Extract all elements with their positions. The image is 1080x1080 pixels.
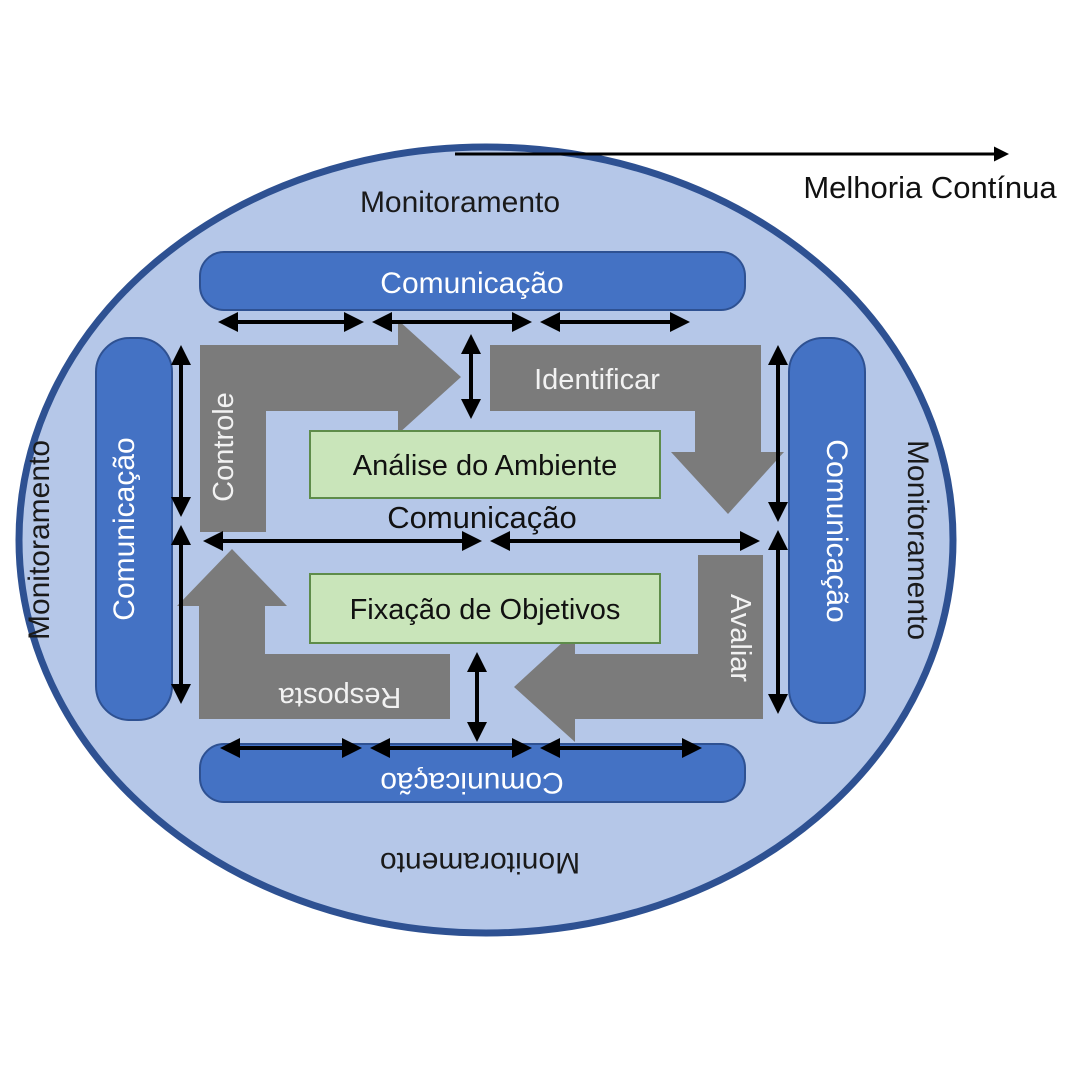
fixacao-box [309,573,661,644]
fixacao-label: Fixação de Objetivos [350,594,621,626]
monitoramento-right-label: Monitoramento [901,440,934,640]
identificar-arrow [490,345,784,514]
communication-bar-right [788,337,866,724]
communication-bottom-label: Comunicação [380,766,563,799]
communication-right-label: Comunicação [820,439,853,622]
controle-arrow [200,320,461,532]
resposta-arrow [177,549,450,719]
monitoramento-left-label: Monitoramento [23,440,56,640]
communication-left-label: Comunicação [108,437,141,620]
outer-ellipse [15,143,957,937]
avaliar-label: Avaliar [724,594,756,682]
analise-label: Análise do Ambiente [353,450,617,482]
resposta-label: Resposta [278,681,401,713]
analise-box [309,430,661,499]
communication-center-label: Comunicação [387,500,577,535]
melhoria-continua-label: Melhoria Contínua [803,170,1057,205]
avaliar-arrow [514,555,763,742]
monitoramento-top-label: Monitoramento [360,186,560,219]
monitoramento-bottom-label: Monitoramento [380,846,580,879]
communication-top-label: Comunicação [380,267,563,300]
communication-bar-top [199,251,746,311]
identificar-label: Identificar [534,364,660,396]
controle-label: Controle [208,392,240,502]
